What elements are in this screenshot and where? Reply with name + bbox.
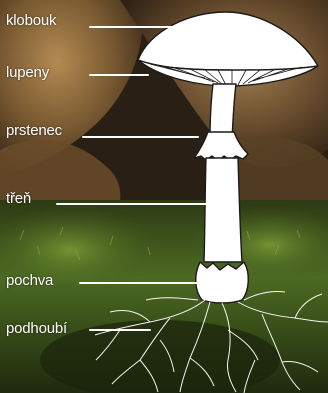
stem-shape xyxy=(204,158,242,262)
volva-shape xyxy=(196,262,249,303)
label-lupeny: lupeny xyxy=(6,64,49,82)
label-pochva: pochva xyxy=(6,272,53,290)
label-prstenec: prstenec xyxy=(6,122,62,140)
label-klobouk: klobouk xyxy=(6,12,56,30)
label-podhoubi: podhoubí xyxy=(6,320,67,338)
label-tren: třeň xyxy=(6,190,31,208)
